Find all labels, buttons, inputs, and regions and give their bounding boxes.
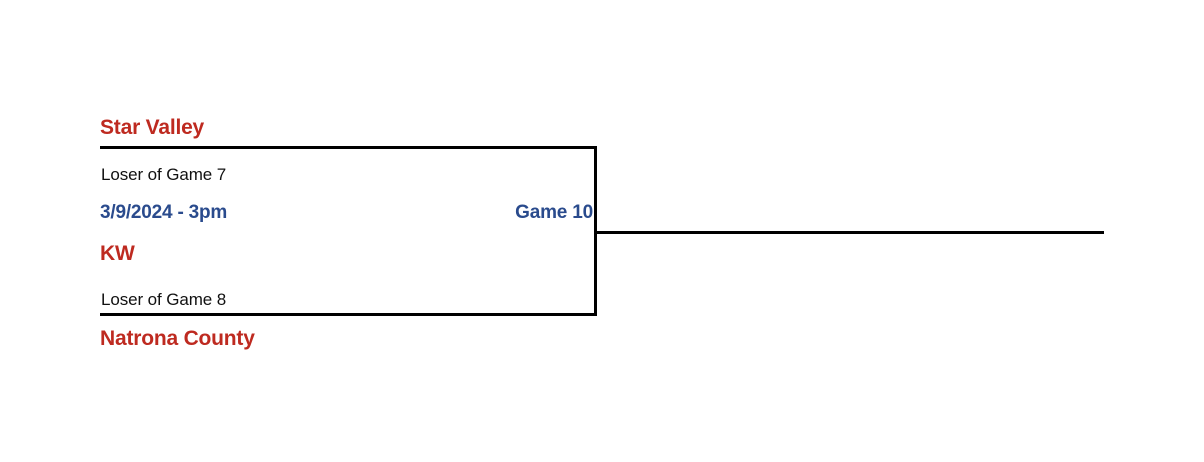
bracket-advance-line (594, 231, 1104, 234)
bracket-slot-bottom-team[interactable]: KW (100, 242, 135, 265)
bracket-slot-bottom-source: Loser of Game 8 (101, 290, 227, 309)
bracket-slot-top-team[interactable]: Star Valley (100, 116, 205, 139)
bracket-slot-advancing-team[interactable]: Natrona County (100, 327, 255, 350)
match-game-label[interactable]: Game 10 (515, 202, 593, 223)
bracket-slot-top-source: Loser of Game 7 (101, 165, 227, 184)
bracket-rule-bottom (100, 313, 596, 316)
match-schedule: 3/9/2024 - 3pm (100, 202, 228, 223)
bracket-rule-top (100, 146, 596, 149)
